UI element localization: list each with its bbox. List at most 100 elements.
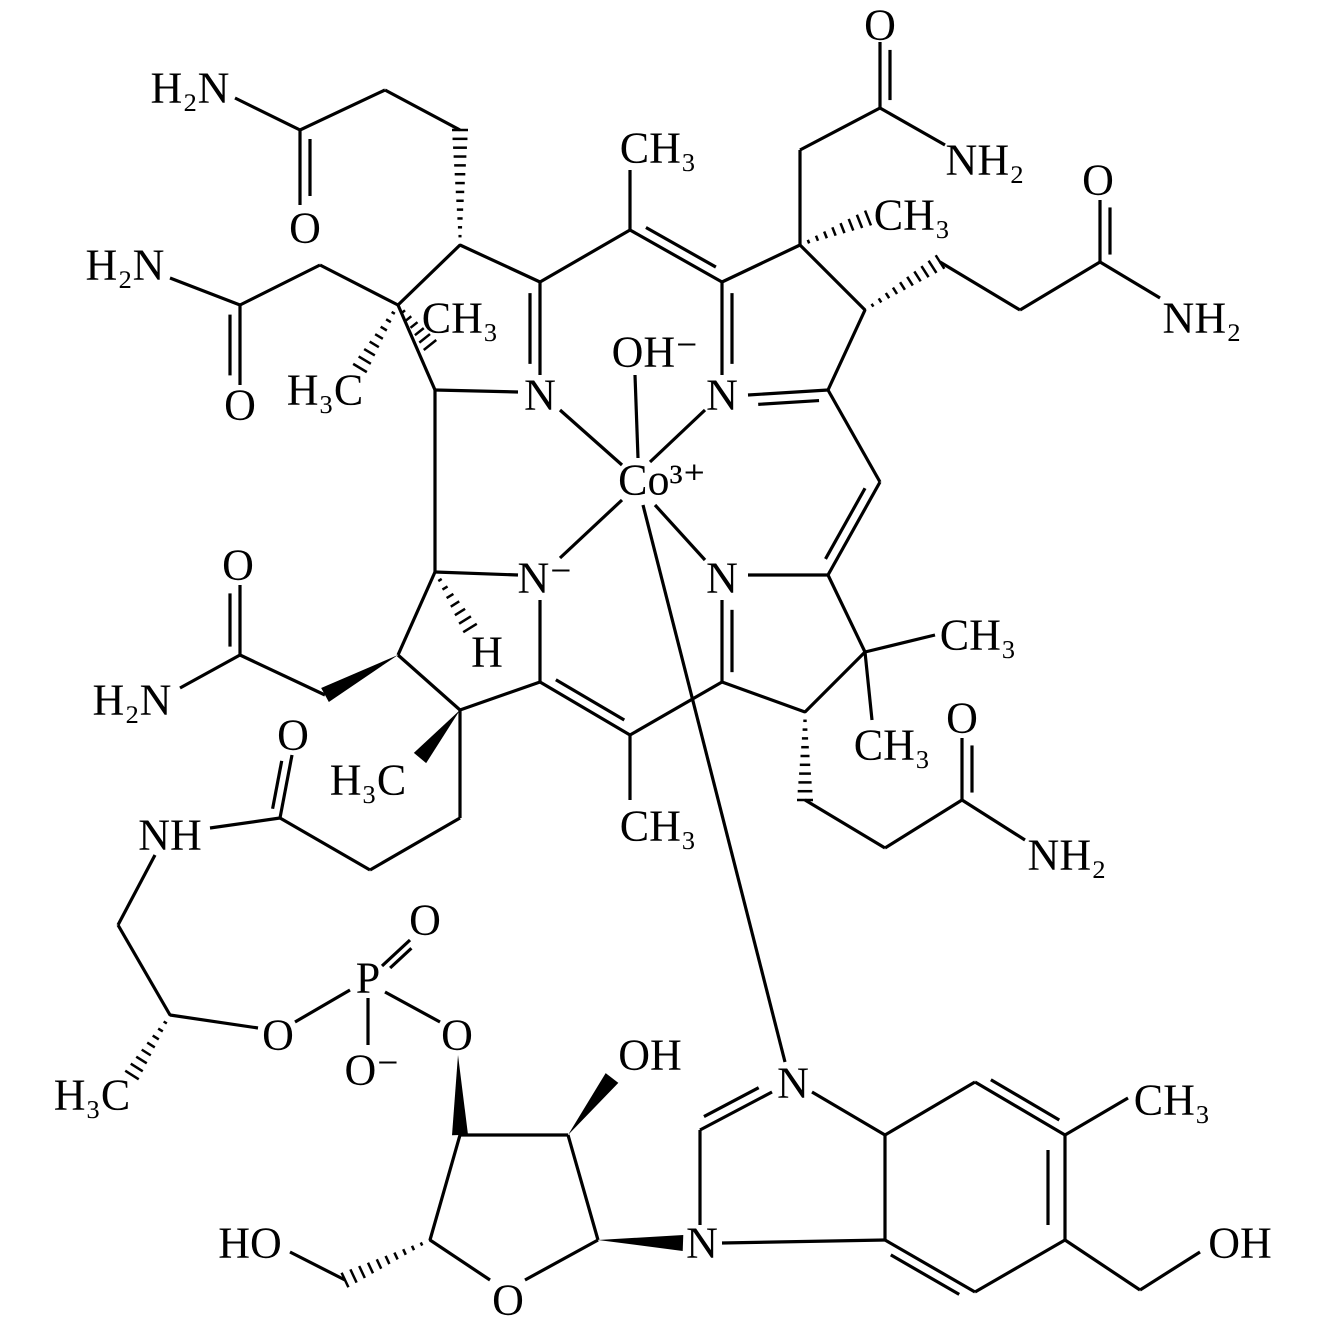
hashed-bond — [462, 622, 478, 634]
hashed-bond — [141, 1048, 152, 1057]
bond — [169, 1013, 259, 1030]
bond — [384, 88, 461, 132]
atom-label: N — [706, 371, 738, 420]
bond — [758, 398, 820, 406]
atom-label: O — [277, 711, 309, 760]
hashed-bond — [400, 309, 406, 314]
bond — [811, 1090, 886, 1137]
atom-label: H₂N — [93, 676, 172, 725]
hashed-bond — [358, 355, 372, 365]
bond — [558, 498, 624, 560]
hashed-bond — [454, 607, 466, 617]
hashed-bond — [899, 281, 906, 291]
atom-label: CH₃ — [940, 611, 1016, 660]
hashed-bond — [157, 1027, 164, 1033]
atom-label: NH₂ — [1163, 294, 1242, 343]
hashed-bond — [870, 303, 875, 308]
atom-label: H₃C — [287, 366, 363, 415]
bond — [803, 650, 867, 714]
bond — [169, 276, 241, 307]
hashed-bond — [458, 615, 472, 625]
bond — [974, 1238, 1066, 1294]
bond — [1099, 260, 1161, 300]
hashed-bond — [410, 1245, 416, 1251]
bond — [826, 481, 882, 576]
bond — [396, 243, 462, 307]
hashed-bond — [428, 1238, 432, 1242]
hashed-bond — [168, 1013, 172, 1017]
bond — [380, 938, 412, 968]
hashed-bond — [380, 325, 388, 332]
hashed-bond — [831, 226, 837, 237]
atom-label: O — [409, 896, 441, 945]
bond — [633, 374, 640, 459]
bond — [116, 924, 172, 1016]
hashed-bond — [906, 276, 914, 287]
atom-label: H₂N — [151, 64, 230, 113]
hashed-bond — [152, 1034, 160, 1041]
bond — [396, 571, 437, 656]
hashed-bond — [384, 1255, 391, 1265]
bond — [645, 226, 717, 269]
atom-label: N — [777, 1059, 809, 1108]
bond — [234, 96, 301, 132]
hashed-bond — [891, 286, 899, 295]
atom-label: O — [289, 204, 321, 253]
bond — [279, 816, 371, 872]
bonds — [116, 42, 1201, 1296]
bond — [653, 503, 707, 562]
bond — [524, 1238, 599, 1282]
hashed-bond — [135, 1055, 148, 1065]
atom-label: H₃C — [330, 756, 406, 805]
hashed-bond — [414, 327, 425, 337]
atom-label: NH₂ — [946, 136, 1025, 185]
wedge-bond — [452, 1055, 468, 1136]
hashed-bond — [437, 577, 443, 583]
bond — [1019, 260, 1101, 312]
atom-label: N — [524, 371, 556, 420]
bond — [294, 988, 351, 1024]
hashed-bond — [402, 1248, 407, 1256]
bond — [384, 990, 441, 1024]
atom-label: O — [222, 541, 254, 590]
bond — [278, 754, 294, 819]
hashed-bond — [124, 1069, 140, 1081]
hashed-bond — [366, 1262, 375, 1274]
bond — [747, 388, 829, 397]
bond — [629, 680, 723, 737]
atom-label: H₃C — [54, 1071, 130, 1120]
bond — [389, 947, 413, 970]
bond — [539, 228, 631, 284]
bond — [289, 1250, 346, 1282]
hashed-bond — [349, 1268, 358, 1284]
atom-label: O — [864, 1, 896, 50]
hashed-bond — [877, 297, 883, 304]
hashed-bond — [839, 222, 846, 234]
hashed-bond — [422, 339, 438, 351]
atom-label: P — [356, 954, 380, 1003]
bond — [555, 678, 626, 722]
bond — [939, 260, 1021, 312]
bond — [864, 633, 936, 654]
bond — [798, 243, 867, 312]
hashed-bond — [855, 214, 864, 229]
hashed-bond — [441, 585, 449, 591]
hashed-bond — [146, 1041, 156, 1049]
atom-label: H — [471, 628, 503, 677]
bond — [699, 1090, 773, 1132]
bond — [396, 653, 462, 712]
hashed-bond — [358, 1265, 366, 1279]
wedge-bond — [413, 710, 460, 764]
bond — [629, 228, 723, 284]
hashed-bond — [409, 321, 419, 329]
bond — [319, 263, 399, 307]
bond — [990, 1078, 1061, 1122]
hashed-bond — [375, 1258, 383, 1270]
wedge-bond — [321, 655, 398, 703]
hashed-bond — [814, 235, 820, 242]
wedge-bond — [598, 1235, 684, 1251]
hashed-bond — [433, 570, 437, 574]
atom-label: OH⁻ — [612, 328, 699, 377]
hashed-bond — [393, 1252, 399, 1260]
